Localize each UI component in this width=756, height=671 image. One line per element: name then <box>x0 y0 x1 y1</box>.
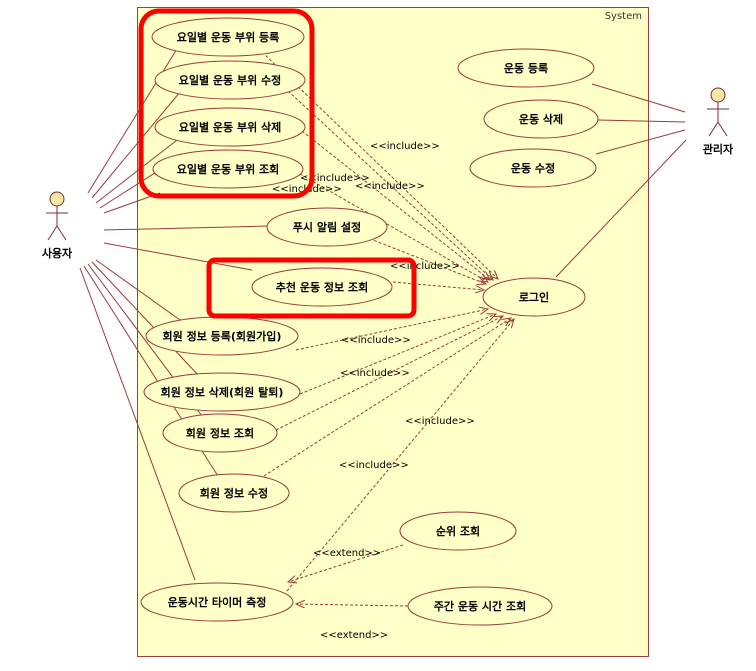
use-case-recommend-view[interactable]: 추천 운동 정보 조회 <box>251 267 393 307</box>
use-case-daily-part-register[interactable]: 요일별 운동 부위 등록 <box>151 17 305 57</box>
extend-weekly <box>296 604 409 606</box>
include-label: <<include>> <box>339 460 409 471</box>
highlights <box>138 8 417 319</box>
use-case-member-delete[interactable]: 회원 정보 삭제(회원 탈퇴) <box>143 372 301 412</box>
include-daily-edit <box>287 90 493 280</box>
use-case-member-view[interactable]: 회원 정보 조회 <box>162 413 278 453</box>
use-case-label: 요일별 운동 부위 등록 <box>177 30 280 44</box>
use-case-label: 운동 수정 <box>511 161 555 175</box>
include-daily-register <box>261 51 498 279</box>
use-case-exercise-register[interactable]: 운동 등록 <box>457 48 595 88</box>
assoc-admin-exercise-register <box>591 83 686 113</box>
use-case-daily-part-edit[interactable]: 요일별 운동 부위 수정 <box>154 60 306 100</box>
use-case-label: 운동시간 타이머 측정 <box>168 595 267 609</box>
assoc-admin-login <box>555 139 687 278</box>
user-associations <box>79 43 269 581</box>
extend-rank <box>288 544 404 582</box>
include-member-register <box>295 309 488 351</box>
include-member-view <box>275 316 503 431</box>
include-push <box>359 234 486 284</box>
use-case-exercise-delete[interactable]: 운동 삭제 <box>483 99 599 139</box>
include-member-edit <box>263 318 511 477</box>
use-case-label: 운동 삭제 <box>519 112 563 126</box>
use-case-login[interactable]: 로그인 <box>482 277 586 317</box>
include-label: <<include>> <box>390 261 460 272</box>
actor-head <box>710 87 726 103</box>
use-case-daily-part-view[interactable]: 요일별 운동 부위 조회 <box>152 149 304 189</box>
use-case-label: 로그인 <box>519 290 549 304</box>
use-case-push-settings[interactable]: 푸시 알림 설정 <box>266 207 388 247</box>
highlight-daily-parts <box>138 8 315 199</box>
use-case-label: 주간 운동 시간 조회 <box>434 599 526 613</box>
extend-label: <<extend>> <box>313 548 381 559</box>
use-case-label: 운동 등록 <box>504 62 548 75</box>
assoc-user-daily-register <box>87 43 181 194</box>
include-label: <<include>> <box>341 335 411 346</box>
admin-associations <box>555 83 687 278</box>
use-cases: 요일별 운동 부위 등록 요일별 운동 부위 수정 요일별 운동 부위 삭제 요… <box>140 17 599 626</box>
use-case-member-register[interactable]: 회원 정보 등록(회원가입) <box>145 316 299 356</box>
include-label: <<include>> <box>370 141 440 152</box>
use-case-label: 요일별 운동 부위 수정 <box>179 73 282 87</box>
use-case-member-edit[interactable]: 회원 정보 수정 <box>178 473 290 513</box>
use-case-label: 회원 정보 등록(회원가입) <box>163 329 282 343</box>
highlight-recommend <box>206 257 417 319</box>
use-case-label: 요일별 운동 부위 삭제 <box>179 120 282 134</box>
actor-admin[interactable]: 관리자 <box>703 87 734 156</box>
use-case-rank-view[interactable]: 순위 조회 <box>399 511 517 551</box>
use-case-label: 요일별 운동 부위 조회 <box>177 162 280 176</box>
include-label: <<include>> <box>340 368 410 379</box>
include-recommend <box>392 281 484 290</box>
use-case-timer[interactable]: 운동시간 타이머 측정 <box>140 582 294 622</box>
use-case-daily-part-delete[interactable]: 요일별 운동 부위 삭제 <box>154 107 306 147</box>
assoc-user-timer <box>79 267 196 581</box>
actor-user[interactable]: 사용자 <box>42 191 73 260</box>
include-label: <<include>> <box>300 173 370 184</box>
use-case-label: 푸시 알림 설정 <box>293 220 361 234</box>
use-case-weekly-time-view[interactable]: 주간 운동 시간 조회 <box>407 586 553 626</box>
assoc-user-recommend <box>103 242 253 271</box>
use-case-label: 회원 정보 삭제(회원 탈퇴) <box>161 385 284 399</box>
assoc-admin-exercise-edit <box>595 129 686 155</box>
use-case-exercise-edit[interactable]: 운동 수정 <box>469 148 597 188</box>
assoc-admin-exercise-delete <box>597 119 686 123</box>
actor-user-label: 사용자 <box>42 246 73 260</box>
include-member-delete <box>299 314 496 395</box>
include-timer <box>286 319 514 592</box>
include-label: <<include>> <box>405 416 475 427</box>
use-case-label: 순위 조회 <box>436 524 480 538</box>
actor-admin-label: 관리자 <box>703 142 734 156</box>
use-case-label: 추천 운동 정보 조회 <box>276 280 368 294</box>
include-label: <<include>> <box>355 181 425 192</box>
extend-label: <<extend>> <box>320 630 388 641</box>
system-label: System <box>604 11 642 22</box>
dependencies <box>261 51 514 606</box>
actor-head <box>49 191 65 207</box>
assoc-user-member-delete <box>91 261 201 378</box>
include-daily-view <box>299 173 488 282</box>
use-case-label: 회원 정보 조회 <box>186 426 254 440</box>
assoc-user-member-register <box>95 259 181 321</box>
assoc-user-push <box>103 225 269 231</box>
use-case-label: 회원 정보 수정 <box>200 486 268 500</box>
